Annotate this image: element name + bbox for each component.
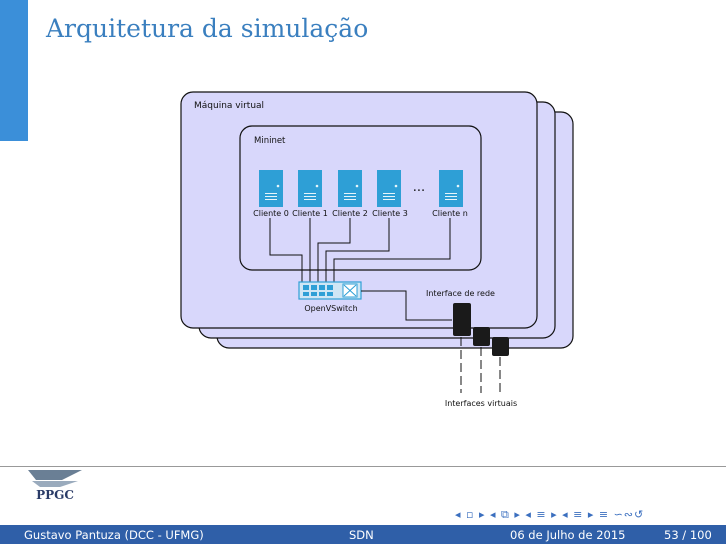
host-ellipsis: ...: [413, 180, 425, 195]
server-icon: [259, 170, 283, 207]
server-cliente-0: Cliente 0: [253, 170, 289, 218]
network-interface-icon: [453, 303, 471, 336]
server-icon: [377, 170, 401, 207]
host-label-1: Cliente 1: [292, 209, 328, 218]
footer-date: 06 de Julho de 2015: [510, 528, 626, 542]
architecture-diagram: Máquina virtual Mininet Cliente 0 Client…: [180, 91, 574, 408]
interface-label: Interface de rede: [426, 289, 495, 298]
footer-author: Gustavo Pantuza (DCC - UFMG): [24, 528, 204, 542]
server-icon: [298, 170, 322, 207]
server-cliente-2: Cliente 2: [332, 170, 368, 218]
server-icon: [439, 170, 463, 207]
network-interface-icon: [492, 337, 509, 356]
vm-label: Máquina virtual: [194, 101, 264, 111]
network-interface-icon: [473, 327, 490, 346]
slide-title: Arquitetura da simulação: [46, 14, 369, 43]
host-label-n: Cliente n: [432, 209, 468, 218]
footer-short-title: SDN: [349, 528, 374, 542]
accent-bar: [0, 0, 28, 141]
footer-bar: Gustavo Pantuza (DCC - UFMG) SDN 06 de J…: [0, 525, 726, 544]
mininet-label: Mininet: [254, 136, 286, 146]
logo-text: PPGC: [36, 488, 74, 502]
host-label-2: Cliente 2: [332, 209, 368, 218]
host-links: [269, 218, 451, 283]
footer-divider: [0, 466, 726, 467]
switch-interface-link: [361, 290, 452, 321]
host-label-3: Cliente 3: [372, 209, 408, 218]
server-cliente-3: Cliente 3: [372, 170, 408, 218]
switch-label: OpenVSwitch: [304, 304, 357, 313]
footer-page-number: 53 / 100: [664, 528, 712, 542]
server-cliente-1: Cliente 1: [292, 170, 328, 218]
virtual-interface-leads: [460, 337, 501, 393]
server-icon: [338, 170, 362, 207]
ppgc-logo: PPGC: [28, 470, 82, 502]
host-label-0: Cliente 0: [253, 209, 289, 218]
server-cliente-n: Cliente n: [432, 170, 468, 218]
beamer-navigation[interactable]: ◂ ▫ ▸ ◂ ⧉ ▸ ◂ ≡ ▸ ◂ ≡ ▸ ≡ ∽∾↺: [455, 508, 645, 521]
openvswitch: OpenVSwitch: [298, 281, 362, 313]
virtual-interfaces-label: Interfaces virtuais: [445, 399, 517, 408]
